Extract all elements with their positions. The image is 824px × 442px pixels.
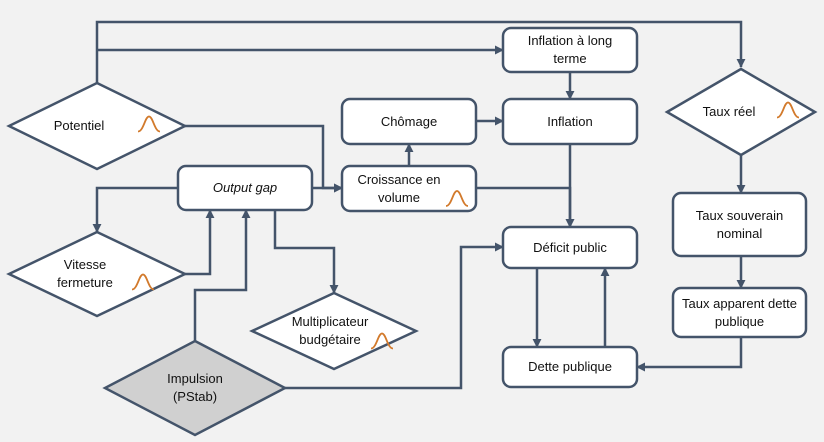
taux-apparent-box: [671, 286, 808, 339]
deficit-box: [501, 225, 639, 270]
potentiel-diamond: [6, 81, 188, 171]
impulsion-diamond: [102, 339, 288, 437]
dette-box: [501, 345, 639, 389]
taux-apparent-text-line: Taux apparent dette: [682, 295, 797, 311]
arrow-connector-13: [193, 209, 251, 341]
taux-reel-bell-curve-icon: [776, 101, 800, 119]
impulsion-text-line: (PStab): [172, 389, 218, 404]
arrow-connector-12: [273, 210, 339, 294]
inflation-text-line: Inflation: [547, 113, 593, 129]
arrow-connector-14: [285, 242, 504, 390]
dette-publique-label: Dette publique: [495, 358, 645, 376]
taux-apparent-text-line: publique: [714, 313, 765, 329]
taux-apparent-dette-label: Taux apparent dette publique: [665, 295, 815, 331]
arrow-connector-10: [92, 186, 178, 233]
arrow-connector-11: [185, 209, 215, 276]
taux-reel-text-line: Taux réel: [702, 104, 756, 119]
output-gap-label: Output gap: [170, 179, 320, 197]
croissance-bell-curve-icon: [445, 190, 469, 207]
taux-reel-label: Taux réel: [654, 103, 804, 121]
deficit-text-line: Déficit public: [533, 239, 607, 255]
deficit-public-label: Déficit public: [495, 239, 645, 257]
dette-text-line: Dette publique: [528, 359, 612, 374]
multiplicateur-text-line: budgétaire: [299, 332, 361, 347]
multiplicateur-text-line: Multiplicateur: [291, 314, 369, 329]
potentiel-text-line: Potentiel: [53, 118, 105, 133]
impulsion-pstab-label: Impulsion (PStab): [120, 370, 270, 406]
taux-souverain-text-line: Taux souverain: [695, 207, 784, 223]
croissance-text-line: Croissance en: [357, 171, 441, 187]
croissance-box: [340, 164, 478, 213]
taux-souverain-box: [671, 191, 808, 258]
vitesse-text-line: Vitesse: [63, 257, 107, 272]
inflation-lt-box: [501, 26, 639, 74]
taux-souverain-nominal-label: Taux souverain nominal: [665, 207, 815, 243]
chomage-box: [340, 97, 478, 146]
inflation-box: [501, 97, 639, 146]
vitesse-fermeture-label: Vitesse fermeture: [10, 256, 160, 292]
impulsion-text-line: Impulsion: [167, 371, 223, 386]
inflation-lt-text-line: Inflation à long: [527, 33, 613, 48]
potentiel-label: Potentiel: [4, 117, 154, 135]
multiplicateur-bell-curve-icon: [370, 332, 394, 350]
output-gap-box: [176, 164, 314, 212]
croissance-text-line: volume: [378, 189, 420, 205]
chomage-label: Chômage: [334, 113, 484, 131]
inflation-label: Inflation: [495, 113, 645, 131]
taux-reel-diamond: [664, 67, 818, 157]
taux-souverain-text-line: nominal: [716, 225, 763, 241]
multiplicateur-budgetaire-label: Multiplicateur budgétaire: [255, 313, 405, 349]
chomage-text-line: Chômage: [380, 113, 438, 129]
croissance-volume-label: Croissance en volume: [324, 171, 474, 207]
vitesse-diamond: [6, 230, 188, 318]
arrow-connector-8: [476, 186, 575, 228]
vitesse-bell-curve-icon: [131, 273, 155, 291]
inflation-lt-text-line: terme: [553, 51, 587, 66]
inflation-long-terme-label: Inflation à long terme: [495, 32, 645, 68]
arrow-connector-19: [636, 337, 743, 372]
vitesse-text-line: fermeture: [57, 275, 113, 290]
arrow-connector-1: [95, 20, 746, 83]
output-gap-text-line: Output gap: [212, 180, 278, 195]
multiplicateur-diamond: [249, 291, 419, 371]
potentiel-bell-curve-icon: [137, 115, 161, 133]
